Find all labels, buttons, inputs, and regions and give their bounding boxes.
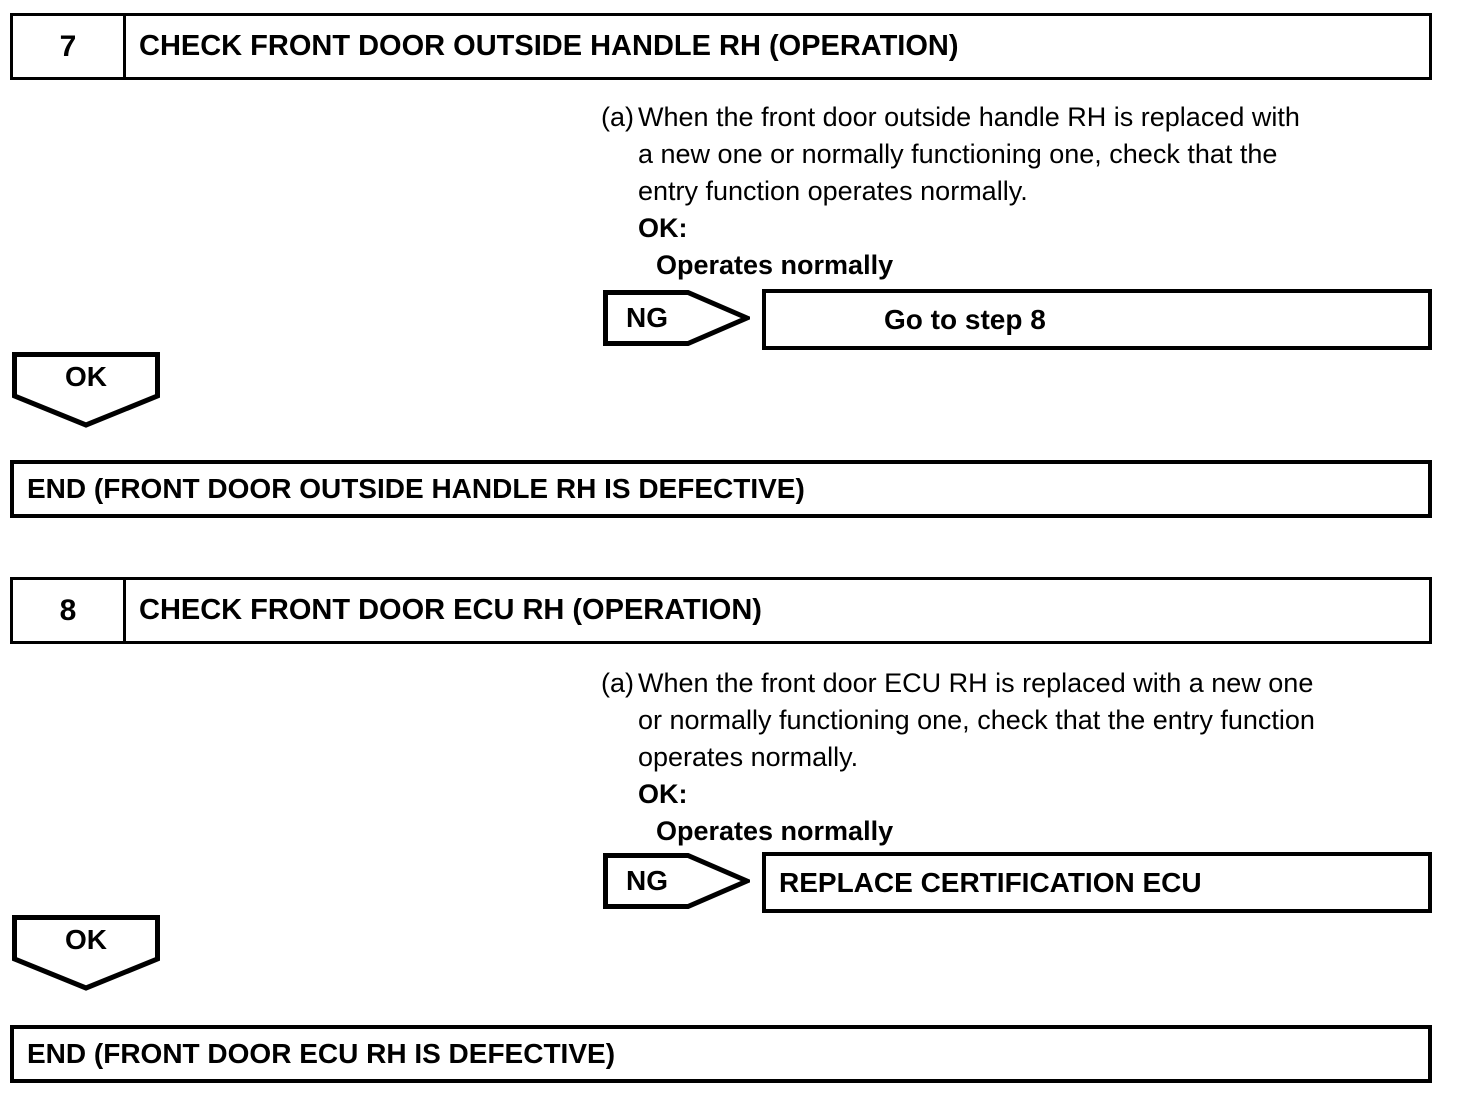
step-8-ng-pointer-icon: NG: [603, 853, 750, 909]
step-8-ng-result-box: REPLACE CERTIFICATION ECU: [762, 852, 1432, 913]
step-8-title: CHECK FRONT DOOR ECU RH (OPERATION): [139, 594, 762, 626]
instruction-line: entry function operates normally.: [638, 176, 1028, 206]
instruction-line: operates normally.: [638, 742, 859, 772]
instruction-line: When the front door ECU RH is replaced w…: [638, 668, 1314, 698]
step-7-ng-pointer-icon: NG: [603, 290, 750, 346]
step-7-ok-pointer-icon: OK: [12, 352, 160, 428]
step-7-instruction: (a) When the front door outside handle R…: [601, 99, 1431, 284]
step-8-ok-label: OK: [65, 924, 107, 955]
step-7-end-box: END (FRONT DOOR OUTSIDE HANDLE RH IS DEF…: [10, 460, 1432, 518]
ok-arrow-shape: [12, 352, 160, 428]
step-7-ng-result-text: Go to step 8: [884, 303, 1046, 335]
step-8-ok-spec-value: Operates normally: [656, 816, 894, 846]
step-8-ng-result-text: REPLACE CERTIFICATION ECU: [779, 866, 1202, 898]
step-8-end-text: END (FRONT DOOR ECU RH IS DEFECTIVE): [27, 1038, 616, 1069]
step-7-header: 7 CHECK FRONT DOOR OUTSIDE HANDLE RH (OP…: [10, 13, 1432, 80]
step-7-instruction-lines: When the front door outside handle RH is…: [638, 99, 1431, 284]
step-7-number: 7: [13, 16, 126, 77]
step-7-title: CHECK FRONT DOOR OUTSIDE HANDLE RH (OPER…: [139, 30, 959, 62]
instruction-line: When the front door outside handle RH is…: [638, 102, 1300, 132]
step-7-ok-label: OK: [65, 361, 107, 392]
step-8-header: 8 CHECK FRONT DOOR ECU RH (OPERATION): [10, 577, 1432, 644]
step-7-ng-result-box: Go to step 8: [762, 289, 1432, 350]
step-8-end-box: END (FRONT DOOR ECU RH IS DEFECTIVE): [10, 1025, 1432, 1083]
step-7-ng-label: NG: [626, 302, 668, 333]
ng-arrow-shape: [603, 290, 750, 346]
step-7-ok-spec-value: Operates normally: [656, 250, 894, 280]
step-8-ok-pointer-icon: OK: [12, 915, 160, 991]
step-8-instruction: (a) When the front door ECU RH is replac…: [601, 665, 1431, 850]
step-8-number: 8: [13, 580, 126, 641]
instruction-line: a new one or normally functioning one, c…: [638, 139, 1278, 169]
step-7-ok-spec-label: OK:: [638, 213, 688, 243]
step-8-instruction-lines: When the front door ECU RH is replaced w…: [638, 665, 1431, 850]
step-7-end-text: END (FRONT DOOR OUTSIDE HANDLE RH IS DEF…: [27, 473, 805, 504]
step-7-item-label: (a): [601, 102, 634, 132]
instruction-line: or normally functioning one, check that …: [638, 705, 1315, 735]
ok-arrow-shape: [12, 915, 160, 991]
ng-arrow-shape: [603, 853, 750, 909]
step-8-ok-spec-label: OK:: [638, 779, 688, 809]
step-8-item-label: (a): [601, 668, 634, 698]
step-8-ng-label: NG: [626, 865, 668, 896]
